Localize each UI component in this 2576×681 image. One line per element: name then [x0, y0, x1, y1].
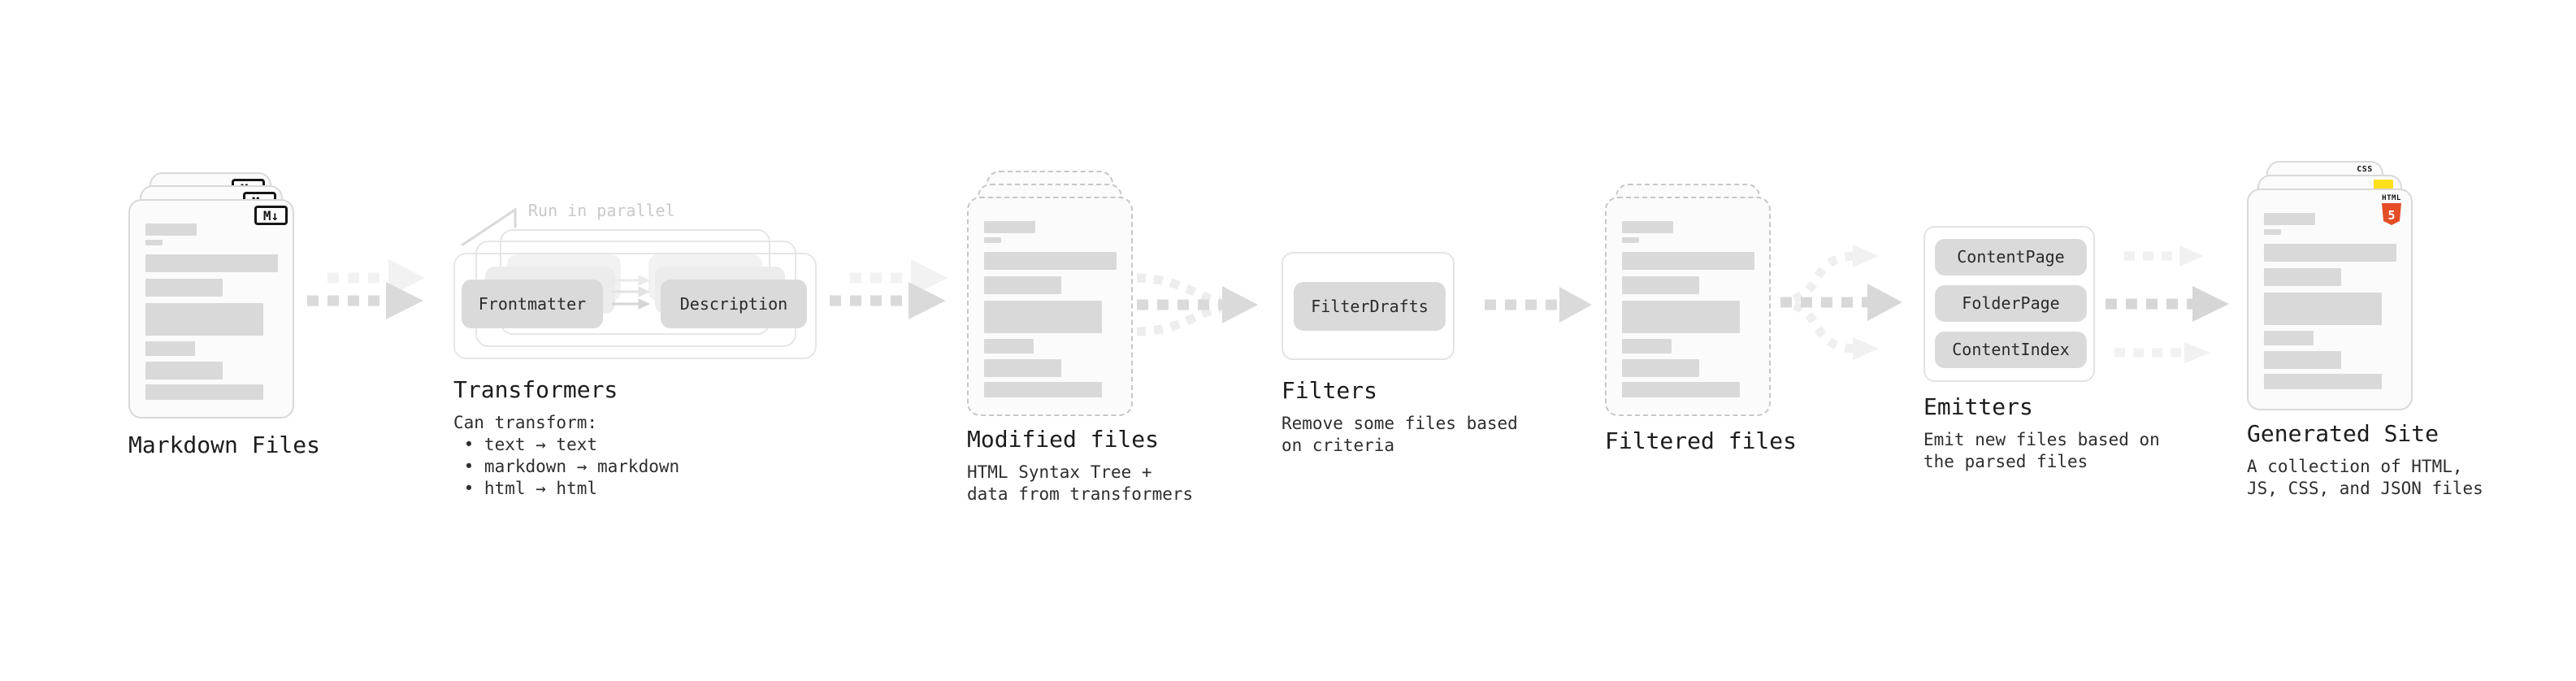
placeholder-text-bar: [1622, 301, 1740, 333]
placeholder-text-bar: [984, 237, 1001, 243]
placeholder-text-bar: [1622, 252, 1754, 270]
markdown-files-label-block: Markdown Files: [128, 432, 320, 459]
annotation-leader-line: [461, 207, 517, 247]
flow-arrow-icon: [830, 259, 948, 319]
placeholder-text-bar: [145, 341, 195, 356]
frontmatter-pill: Frontmatter: [462, 280, 603, 328]
modified-file-card-front: [967, 197, 1133, 416]
converge-arrow-icon: [1136, 273, 1258, 336]
stage-caption: Remove some files based on criteria: [1281, 414, 1518, 455]
placeholder-text-bar: [1622, 221, 1673, 233]
stage-title: Generated Site: [2247, 420, 2439, 447]
placeholder-text-bar: [2264, 331, 2314, 345]
pill-connector-arrows-icon: [612, 275, 651, 310]
markdown-files-stack: M↓ M↓ M↓: [128, 172, 323, 420]
generated-site-stack: CSS HTML 5: [2247, 161, 2434, 413]
placeholder-text-bar: [145, 240, 163, 245]
placeholder-text-bar: [984, 359, 1061, 377]
filtered-files-stack: [1605, 184, 1792, 419]
arrow-light-layer: [850, 259, 948, 297]
placeholder-text-bar: [2264, 229, 2281, 235]
placeholder-text-bar: [145, 223, 197, 236]
transformers-label-block: Transformers Can transform: • text → tex…: [453, 376, 679, 500]
arrow-gray-layer: [307, 282, 423, 319]
placeholder-text-bar: [984, 276, 1061, 294]
svg-text:5: 5: [2387, 208, 2395, 223]
markdown-icon: M↓: [254, 206, 288, 225]
emitters-label-block: Emitters Emit new files based on the par…: [1923, 393, 2160, 473]
filtered-files-label-block: Filtered files: [1605, 427, 1797, 455]
flow-arrow-icon: [307, 259, 425, 319]
filterdrafts-pill: FilterDrafts: [1294, 282, 1446, 331]
run-in-parallel-annotation: Run in parallel: [528, 201, 675, 220]
stage-title: Filtered files: [1605, 427, 1798, 454]
filtered-file-card-front: [1605, 197, 1771, 416]
placeholder-text-bar: [145, 279, 223, 297]
stage-title: Filters: [1281, 377, 1378, 404]
placeholder-text-bar: [2264, 268, 2341, 286]
placeholder-text-bar: [984, 382, 1102, 397]
placeholder-text-bar: [145, 254, 278, 272]
placeholder-text-bar: [1622, 276, 1699, 294]
transformer-box-front: [453, 253, 817, 359]
folderpage-pill: FolderPage: [1935, 285, 2087, 322]
stage-title: Transformers: [453, 376, 618, 403]
placeholder-text-bar: [984, 252, 1117, 270]
generated-site-label-block: Generated Site A collection of HTML, JS,…: [2247, 420, 2483, 500]
flow-arrow-icon: [2105, 286, 2229, 322]
placeholder-text-bar: [984, 301, 1102, 333]
arrow-light-layer: [327, 259, 425, 297]
placeholder-text-bar: [2264, 213, 2315, 225]
modified-files-label-block: Modified files HTML Syntax Tree + data f…: [967, 426, 1193, 505]
stage-title: Markdown Files: [128, 432, 321, 458]
stage-caption: Emit new files based on the parsed files: [1923, 430, 2160, 471]
placeholder-text-bar: [2264, 374, 2382, 389]
placeholder-text-bar: [2264, 293, 2382, 325]
flow-arrow-light-icon: [2114, 342, 2210, 363]
contentpage-pill: ContentPage: [1935, 239, 2087, 275]
arrow-gray-layer: [830, 282, 946, 319]
diverge-arrows-icon: [1780, 245, 1902, 360]
placeholder-text-bar: [145, 303, 263, 336]
stage-caption: HTML Syntax Tree + data from transformer…: [967, 462, 1194, 504]
stage-title: Modified files: [967, 426, 1160, 453]
filters-box: FilterDrafts: [1281, 252, 1455, 360]
description-pill: Description: [661, 280, 807, 328]
flow-arrow-light-icon: [2124, 245, 2204, 267]
javascript-icon: [2374, 180, 2393, 189]
html-file-card: HTML 5: [2247, 189, 2413, 410]
placeholder-text-bar: [145, 384, 263, 400]
contentindex-pill: ContentIndex: [1935, 332, 2087, 368]
flow-arrow-icon: [1485, 287, 1592, 323]
stage-caption: Can transform: • text → text • markdown …: [453, 413, 680, 498]
placeholder-text-bar: [145, 362, 223, 380]
html5-icon: HTML 5: [2379, 195, 2404, 226]
placeholder-text-bar: [2264, 351, 2341, 369]
markdown-file-card-front: M↓: [128, 199, 294, 419]
placeholder-text-bar: [984, 339, 1034, 354]
stage-caption: A collection of HTML, JS, CSS, and JSON …: [2247, 457, 2483, 498]
stage-title: Emitters: [1923, 393, 2033, 420]
placeholder-text-bar: [2264, 244, 2396, 262]
placeholder-text-bar: [984, 221, 1035, 233]
placeholder-text-bar: [1622, 237, 1639, 243]
placeholder-text-bar: [1622, 339, 1672, 354]
filters-label-block: Filters Remove some files based on crite…: [1281, 377, 1518, 457]
emitters-box: ContentPage FolderPage ContentIndex: [1923, 226, 2095, 382]
placeholder-text-bar: [1622, 382, 1740, 397]
placeholder-text-bar: [1622, 359, 1699, 377]
modified-files-stack: [967, 171, 1154, 419]
